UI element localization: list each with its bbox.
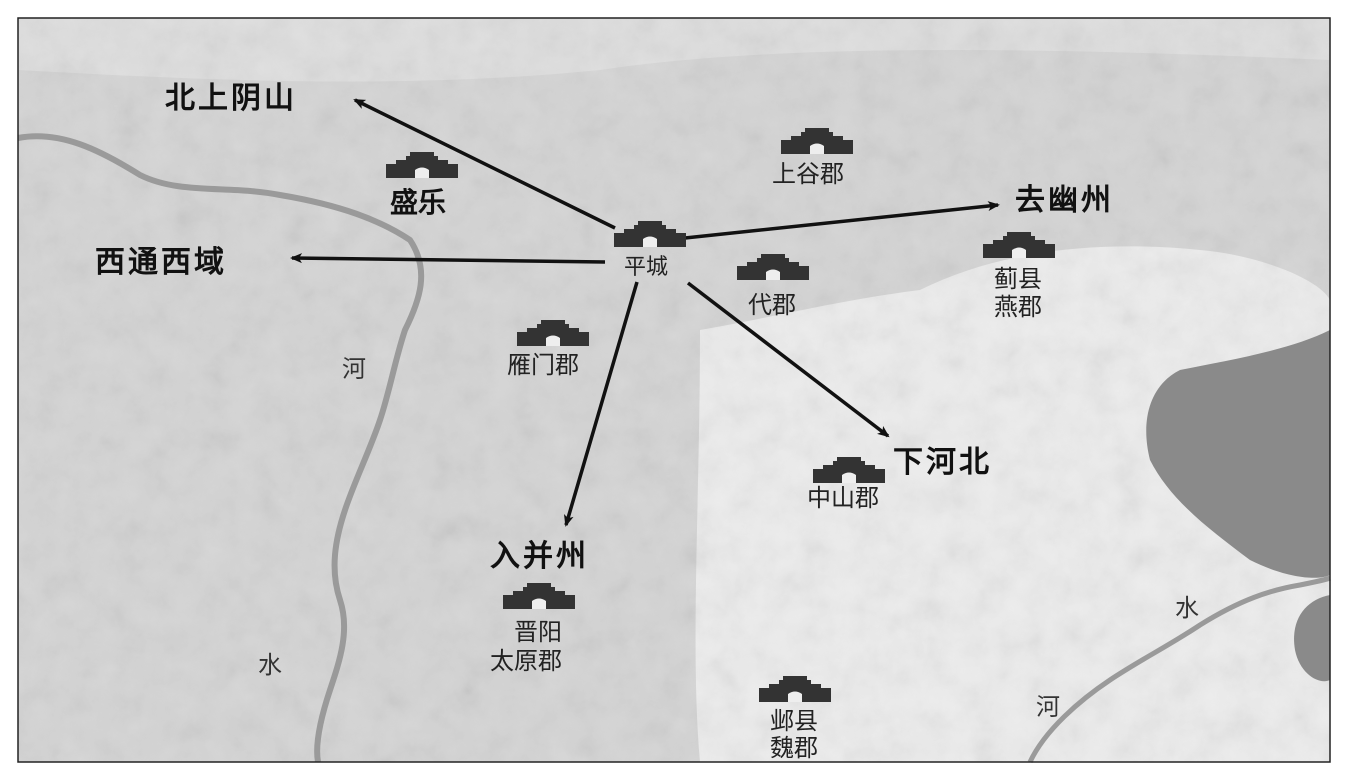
- yellow-river-west: [17, 133, 425, 763]
- city-label-ji-1: 蓟县: [994, 265, 1042, 293]
- map-frame: [17, 17, 1331, 763]
- city-label-shengle: 盛乐: [390, 186, 446, 219]
- arrow-west: [290, 253, 606, 264]
- route-arrows: [290, 98, 1000, 527]
- sea: [1146, 330, 1330, 578]
- river-label-left-shui: 水: [258, 651, 282, 679]
- city-label-ji-2: 燕郡: [994, 293, 1042, 321]
- city-label-yanmen: 雁门郡: [507, 351, 579, 379]
- route-label-west: 西通西域: [95, 245, 227, 280]
- city-label-jinyang-1: 晋阳: [514, 618, 562, 646]
- river-label-right-shui: 水: [1175, 594, 1199, 622]
- arrow-north: [353, 98, 616, 230]
- terrain-relief: [18, 18, 1330, 762]
- route-label-east: 去幽州: [1015, 183, 1114, 218]
- arrow-east: [684, 201, 1000, 240]
- city-label-ye-1: 邺县: [770, 707, 818, 735]
- city-label-ye-2: 魏郡: [770, 734, 818, 762]
- sea-bay: [1294, 595, 1330, 682]
- route-label-north: 北上阴山: [165, 81, 297, 116]
- route-label-southeast: 下河北: [893, 445, 992, 480]
- city-label-dai: 代郡: [748, 291, 796, 319]
- route-label-south: 入并州: [490, 539, 589, 574]
- river-label-right-he: 河: [1036, 693, 1060, 721]
- city-label-jinyang-2: 太原郡: [490, 647, 562, 675]
- city-label-pingcheng: 平城: [624, 255, 668, 280]
- city-label-shanggu: 上谷郡: [772, 160, 844, 188]
- arrow-southeast: [686, 281, 890, 438]
- river-label-left-he: 河: [342, 355, 366, 383]
- city-label-zhongshan: 中山郡: [807, 484, 879, 512]
- yellow-river-east: [1027, 575, 1331, 764]
- arrow-south: [564, 281, 639, 527]
